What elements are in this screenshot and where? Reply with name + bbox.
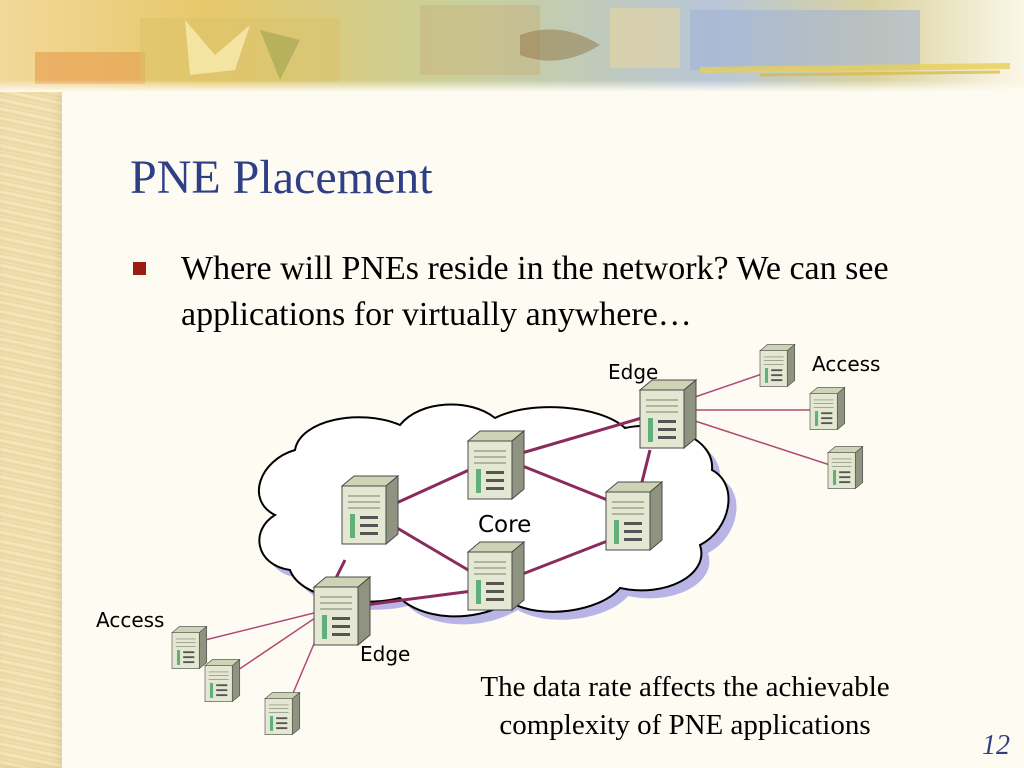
core-server-north [467, 430, 525, 500]
edge-server-bottom [313, 576, 371, 646]
access-server-bottom-3 [264, 692, 301, 735]
access-server-bottom-1 [171, 626, 208, 669]
edge-server-top [639, 379, 697, 449]
access-links-top [691, 373, 831, 466]
label-access-left: Access [96, 608, 165, 632]
label-access-top: Access [812, 352, 881, 376]
access-server-top-3 [827, 446, 864, 489]
left-parchment-strip [0, 0, 62, 768]
label-edge-top: Edge [608, 360, 659, 384]
slide-caption: The data rate affects the achievable com… [480, 671, 890, 741]
bullet-square-icon [133, 262, 146, 275]
access-server-top-1 [759, 344, 796, 387]
core-server-east [605, 481, 663, 551]
network-cloud [257, 403, 730, 618]
bullet-text: Where will PNEs reside in the network? W… [181, 250, 889, 333]
label-core: Core [478, 512, 532, 538]
core-server-south [467, 541, 525, 611]
slide-title: PNE Placement [130, 151, 433, 204]
core-server-west [341, 475, 399, 545]
access-server-bottom-2 [204, 659, 241, 702]
top-decorative-banner [0, 0, 1024, 92]
page-number: 12 [982, 730, 1010, 761]
access-server-top-2 [809, 387, 846, 430]
label-edge-bottom: Edge [360, 642, 411, 666]
